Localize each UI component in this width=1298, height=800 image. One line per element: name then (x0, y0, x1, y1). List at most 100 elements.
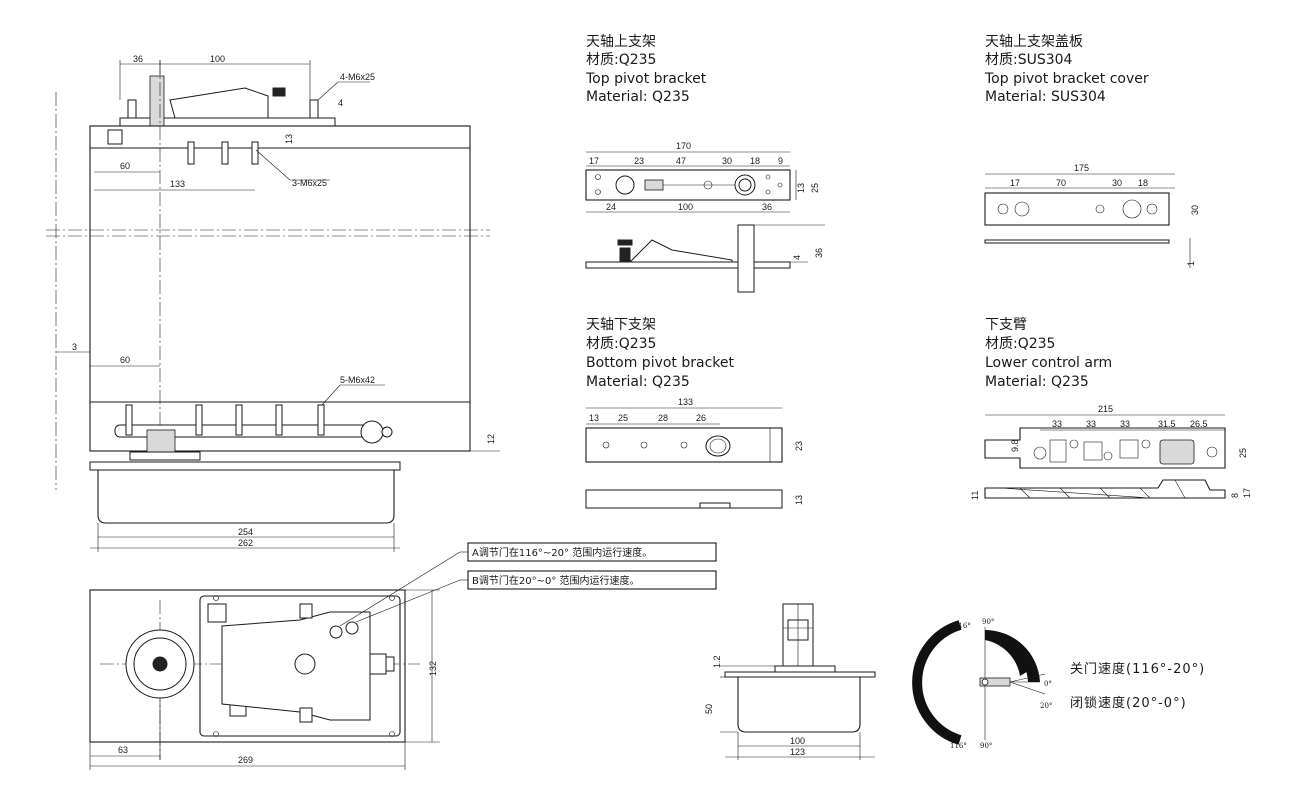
bb-dim-25: 25 (618, 413, 628, 423)
angle-90-top: 90° (982, 618, 994, 626)
main-elevation-view: 36 100 4-M6x25 4 13 60 133 3-M6x25 3 60 … (46, 54, 500, 552)
arm-dim-9-8: 9.8 (1010, 439, 1020, 452)
callout-4-m6x25: 4-M6x25 (340, 72, 375, 82)
speed-diagram: 116° 90° 0° 20° 116° 90° 关门速度(116°-20°) … (912, 618, 1205, 750)
plan-view: A调节门在116°~20° 范围内运行速度。 B调节门在20°~0° 范围内运行… (89, 542, 717, 770)
fs-dim-123: 123 (790, 747, 805, 757)
cv-dim-70: 70 (1056, 178, 1066, 188)
fs-dim-50: 50 (704, 704, 714, 714)
dim-12: 12 (486, 434, 496, 444)
dim-269: 269 (238, 755, 253, 765)
tb-dim-17: 17 (589, 156, 599, 166)
cv-dim-17: 17 (1010, 178, 1020, 188)
tb-dim-18: 18 (750, 156, 760, 166)
title-top-cover-material-cn: 材质:SUS304 (985, 52, 1073, 68)
dim-100: 100 (210, 54, 225, 64)
title-bottom-bracket-cn: 天轴下支架 (586, 317, 656, 333)
legend-latching-speed: 闭锁速度(20°-0°) (1070, 695, 1187, 711)
title-top-cover-en: Top pivot bracket cover (984, 71, 1149, 87)
arm-dim-17: 17 (1242, 488, 1252, 498)
legend-closing-speed: 关门速度(116°-20°) (1070, 661, 1205, 677)
angle-0: 0° (1044, 680, 1052, 688)
bb-dim-26: 26 (696, 413, 706, 423)
tb-dim-9: 9 (778, 156, 783, 166)
tb-dim-170: 170 (676, 141, 691, 151)
title-lower-arm-material-en: Material: Q235 (985, 374, 1089, 390)
valve-a[interactable] (329, 625, 343, 639)
dim-132: 132 (428, 661, 438, 676)
tb-dim-24: 24 (606, 202, 616, 212)
dim-262: 262 (238, 538, 253, 548)
valve-b[interactable] (345, 621, 359, 635)
arm-dim-215: 215 (1098, 404, 1113, 414)
tb-dim-25: 25 (810, 183, 820, 193)
dim-36: 36 (133, 54, 143, 64)
arm-dim-8: 8 (1230, 493, 1240, 498)
bb-dim-28: 28 (658, 413, 668, 423)
dim-13: 13 (284, 134, 294, 144)
arm-dim-11: 11 (970, 491, 980, 500)
note-a-box (467, 542, 717, 562)
title-top-bracket-en: Top pivot bracket (585, 71, 707, 87)
arm-dim-25: 25 (1238, 448, 1248, 458)
arm-dim-26-5: 26.5 (1190, 419, 1208, 429)
bottom-bracket-view: 133 13 25 28 26 23 13 (585, 397, 804, 509)
angle-116-top: 116° (954, 622, 971, 630)
dim-63: 63 (118, 745, 128, 755)
fs-dim-1-2: 1.2 (712, 655, 722, 668)
tb-dim-4: 4 (792, 255, 802, 260)
top-cover-view: 175 17 70 30 18 30 1 (984, 163, 1200, 268)
spring-box-outline (89, 589, 406, 743)
note-a-text: A调节门在116°~20° 范围内运行速度。 (472, 546, 652, 559)
title-lower-arm-en: Lower control arm (985, 355, 1112, 371)
cv-dim-175: 175 (1074, 163, 1089, 173)
cv-dim-18: 18 (1138, 178, 1148, 188)
dim-3: 3 (72, 342, 77, 352)
cv-dim-30-h: 30 (1190, 205, 1200, 215)
cv-dim-1: 1 (1186, 261, 1196, 266)
title-top-cover-cn: 天轴上支架盖板 (985, 34, 1083, 50)
title-lower-arm-cn: 下支臂 (985, 317, 1027, 333)
tb-dim-36-side: 36 (814, 248, 824, 258)
angle-116-bottom: 116° (950, 742, 967, 750)
lower-arm-view: 215 33 33 33 31.5 26.5 9.8 25 11 8 17 (970, 404, 1252, 500)
tb-dim-30: 30 (722, 156, 732, 166)
tb-dim-23: 23 (634, 156, 644, 166)
tb-dim-36: 36 (762, 202, 772, 212)
dim-60-bottom: 60 (120, 355, 130, 365)
door-leaf (89, 125, 471, 452)
title-bottom-bracket-material-cn: 材质:Q235 (586, 336, 656, 352)
callout-5-m6x42: 5-M6x42 (340, 375, 375, 385)
dim-133: 133 (170, 179, 185, 189)
title-top-bracket-material-en: Material: Q235 (586, 89, 690, 105)
angle-20: 20° (1040, 702, 1052, 710)
cv-dim-30: 30 (1112, 178, 1122, 188)
title-top-cover-material-en: Material: SUS304 (985, 89, 1106, 105)
arm-dim-33-c: 33 (1120, 419, 1130, 429)
bb-dim-13-side: 13 (794, 495, 804, 505)
arm-dim-33-a: 33 (1052, 419, 1062, 429)
part-titles: 天轴上支架 材质:Q235 Top pivot bracket Material… (585, 34, 1149, 390)
fs-dim-100: 100 (790, 736, 805, 746)
title-lower-arm-material-cn: 材质:Q235 (985, 336, 1055, 352)
bb-dim-13: 13 (589, 413, 599, 423)
bb-dim-133: 133 (678, 397, 693, 407)
title-top-bracket-cn: 天轴上支架 (586, 34, 656, 50)
angle-90-bottom: 90° (980, 742, 992, 750)
arm-dim-33-b: 33 (1086, 419, 1096, 429)
callout-3-m6x25: 3-M6x25 (292, 178, 327, 188)
top-bracket-view: 170 17 23 47 30 18 9 13 25 24 100 36 4 3… (585, 141, 825, 293)
title-bottom-bracket-material-en: Material: Q235 (586, 374, 690, 390)
front-small-view: 1.2 50 100 123 (704, 603, 876, 760)
dim-60-top: 60 (120, 161, 130, 171)
note-b-text: B调节门在20°~0° 范围内运行速度。 (472, 574, 640, 587)
tb-dim-47: 47 (676, 156, 686, 166)
title-bottom-bracket-en: Bottom pivot bracket (586, 355, 735, 371)
bb-dim-23: 23 (794, 441, 804, 451)
dim-4: 4 (338, 98, 343, 108)
arm-dim-31-5: 31.5 (1158, 419, 1176, 429)
title-top-bracket-material-cn: 材质:Q235 (586, 52, 656, 68)
tb-dim-13: 13 (796, 183, 806, 193)
note-b-box (467, 570, 717, 590)
